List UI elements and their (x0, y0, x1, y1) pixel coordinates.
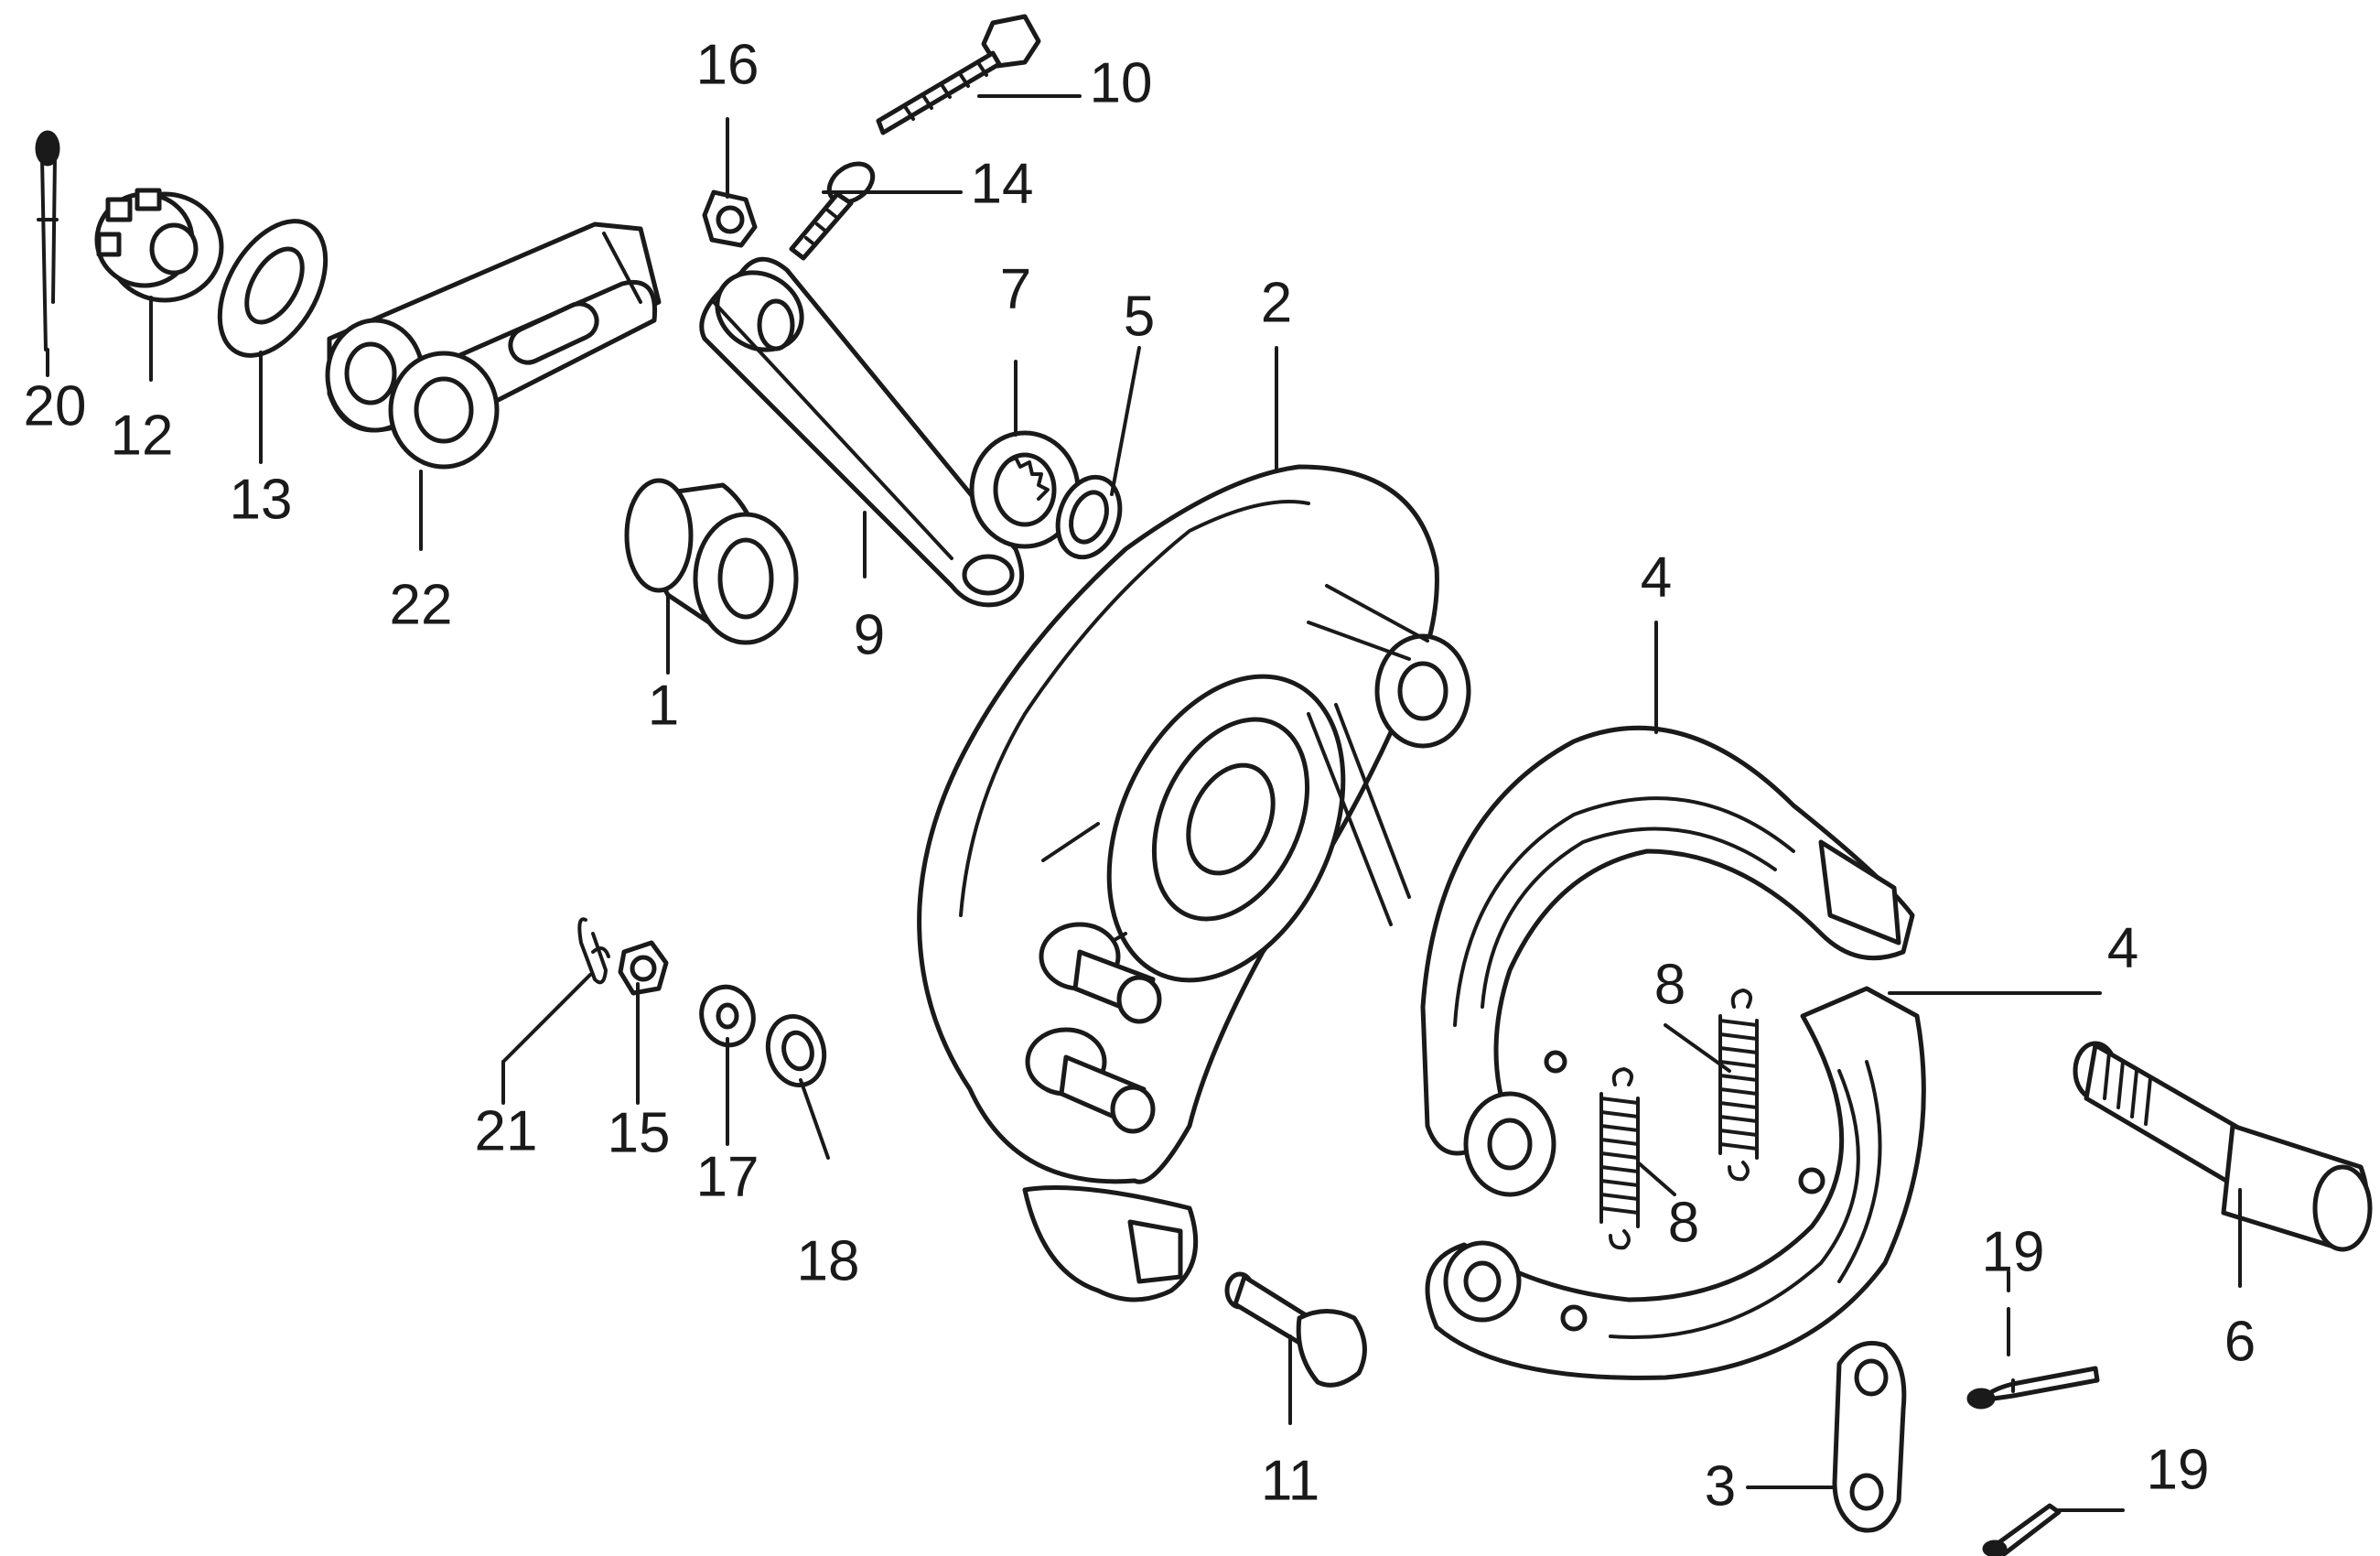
callout-19-lower: 19 (2147, 1438, 2210, 1501)
callout-4-upper: 4 (1641, 546, 1672, 609)
callout-22: 22 (390, 573, 453, 636)
callout-19-upper: 19 (1982, 1220, 2045, 1283)
callout-14: 14 (971, 152, 1034, 215)
brake-panel-2-icon (917, 464, 1471, 1302)
callout-21: 21 (475, 1099, 538, 1162)
bolt-14-icon (789, 161, 876, 261)
callout-3: 3 (1705, 1454, 1736, 1518)
callout-15: 15 (608, 1101, 671, 1164)
cotter-pin-20-icon (35, 130, 60, 351)
callout-10: 10 (1090, 51, 1153, 114)
callout-8-lower: 8 (1668, 1191, 1699, 1254)
brake-arm-9-icon (699, 256, 1025, 608)
clip-21-icon (577, 917, 610, 985)
callout-4-lower: 4 (2107, 916, 2138, 979)
callout-18: 18 (797, 1229, 860, 1292)
leader-lines (46, 94, 2242, 1512)
wear-indicator-7-icon (969, 430, 1081, 549)
cotter-pin-19-lower-icon (1982, 1503, 2062, 1556)
callout-1: 1 (648, 674, 679, 737)
nut-16-icon (702, 189, 758, 248)
brake-cam-6-icon (2073, 1041, 2373, 1252)
callout-17: 17 (696, 1145, 759, 1208)
callout-11: 11 (1261, 1449, 1319, 1512)
brake-shoe-4-lower-icon (1425, 986, 1926, 1380)
callout-8-upper: 8 (1654, 953, 1685, 1016)
anchor-pin-11-icon (1224, 1271, 1367, 1388)
washer-13-icon (217, 219, 328, 358)
washer-5-icon (1055, 474, 1123, 560)
washer-17-icon (699, 984, 756, 1048)
cotter-pin-19-upper-icon (1966, 1366, 2100, 1410)
brake-shoe-4-upper-icon (1420, 725, 1915, 1197)
callout-20: 20 (24, 374, 87, 438)
callout-5: 5 (1124, 285, 1155, 348)
spring-washer-18-icon (765, 1013, 827, 1088)
callout-9: 9 (854, 603, 885, 666)
callout-labels: 20 12 13 22 1 16 10 14 9 7 5 2 4 4 8 8 1… (24, 33, 2256, 1518)
bolt-10-icon (876, 14, 1041, 135)
torque-link-22-icon (325, 222, 662, 470)
castle-nut-12-icon (94, 188, 224, 303)
spring-8-lower-icon (1599, 1067, 1640, 1250)
callout-6: 6 (2224, 1310, 2256, 1373)
callout-2: 2 (1261, 271, 1292, 334)
callout-13: 13 (230, 468, 293, 531)
spring-8-upper-icon (1718, 989, 1759, 1182)
callout-16: 16 (696, 33, 759, 96)
shoe-plate-3-icon (1832, 1341, 1907, 1533)
nut-15-icon (618, 940, 669, 996)
callout-7: 7 (1000, 257, 1031, 320)
collar-1-icon (624, 478, 799, 645)
callout-12: 12 (111, 404, 174, 467)
